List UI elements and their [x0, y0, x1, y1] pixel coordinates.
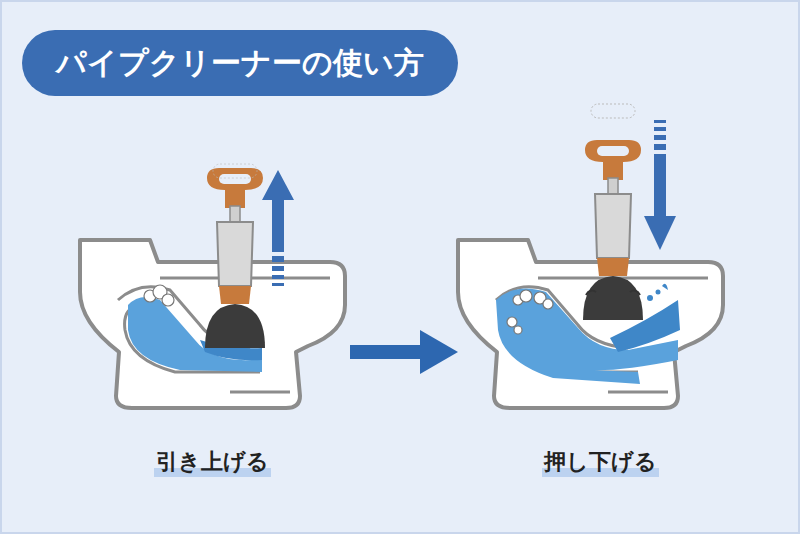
title-pill: パイプクリーナーの使い方	[22, 30, 458, 96]
toilet-left	[80, 164, 345, 408]
title: パイプクリーナーの使い方	[22, 43, 458, 84]
step-arrow	[350, 330, 458, 374]
toilet-right	[458, 104, 723, 408]
step-caption: 押し下げる	[542, 447, 659, 477]
step-caption: 引き上げる	[154, 447, 271, 477]
